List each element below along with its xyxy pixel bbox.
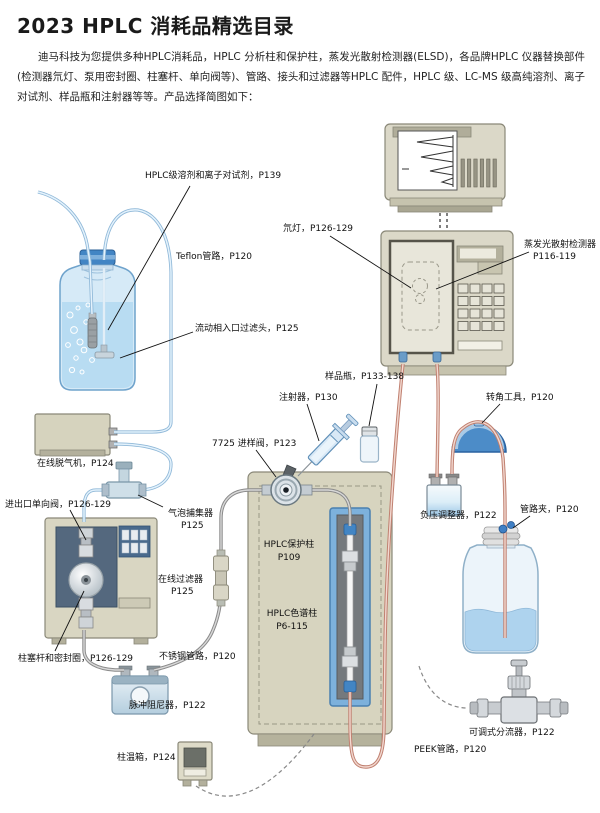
- column-heater: [177, 741, 213, 787]
- pointer-line: [481, 403, 501, 424]
- pointer-line: [54, 590, 85, 652]
- label-sample-vials: 样品瓶，P133-138: [325, 370, 404, 382]
- peek-tubing: [348, 363, 507, 769]
- chromatogram-trace: [402, 136, 454, 186]
- pointer-line: [69, 509, 87, 541]
- label-inlet-filter: 流动相入口过滤头，P125: [195, 322, 299, 334]
- chart-recorder: [384, 123, 506, 213]
- label-tubing-clamp: 管路夹，P120: [520, 503, 579, 515]
- detector-outlet-port: [432, 351, 442, 363]
- vacuum-regulator: [426, 473, 462, 517]
- label-inline-filter-line2: P125: [171, 587, 194, 597]
- online-degasser: [34, 413, 118, 457]
- label-check-valves: 进出口单向阀，P126-129: [5, 498, 111, 510]
- sample-vial: [359, 426, 380, 463]
- label-elsd-line2: P116-119: [533, 252, 576, 262]
- pointer-line: [512, 515, 531, 529]
- detector-keypad: [457, 283, 505, 331]
- label-hplc-column-line2: P6-115: [276, 622, 308, 632]
- solvent-bottle: [59, 249, 136, 391]
- page-title: 2023 HPLC 消耗品精选目录: [17, 14, 294, 38]
- label-guard-column-line2: P109: [278, 553, 301, 563]
- pointer-line: [306, 403, 320, 442]
- label-steel-tubing: 不锈钢管路，P120: [159, 650, 236, 662]
- detector-inlet-port: [398, 351, 408, 363]
- deuterium-lamp-outline: [412, 278, 428, 304]
- pointer-line: [435, 251, 530, 290]
- label-solvent-reagent: HPLC级溶剂和离子对试剂，P139: [145, 169, 281, 181]
- label-teflon-tubing: Teflon管路，P120: [175, 250, 252, 262]
- inline-filter: [213, 549, 229, 607]
- bubble-trap: [101, 461, 147, 499]
- label-injection-valve: 7725 进样阀，P123: [212, 437, 296, 449]
- label-syringe: 注射器，P130: [279, 391, 338, 403]
- hplc-pump: [44, 517, 158, 645]
- label-inline-filter-line1: 在线过滤器: [158, 573, 203, 585]
- injection-valve-7725: [261, 464, 313, 506]
- chromatogram-paper: [397, 130, 458, 191]
- pointer-line: [137, 494, 164, 508]
- label-hplc-column-line1: HPLC色谱柱: [267, 607, 318, 619]
- elsd-detector: [380, 230, 514, 376]
- label-splitter: 可调式分流器，P122: [469, 726, 555, 738]
- pump-keypad: [118, 525, 151, 558]
- label-bubble-trap-line2: P125: [181, 521, 204, 531]
- check-valve-assembly: [68, 527, 104, 629]
- intro-paragraph: 迪马科技为您提供多种HPLC消耗品，HPLC 分析柱和保护柱，蒸发光散射检测器(…: [17, 51, 585, 103]
- pointer-line: [329, 235, 412, 289]
- signal-cable-dashed: [439, 213, 448, 230]
- tubing-clamp: [498, 521, 515, 534]
- label-corner-tool: 转角工具，P120: [486, 391, 554, 403]
- label-plunger-seal: 柱塞杆和密封圈，P126-129: [18, 652, 133, 664]
- label-pulse-damper: 脉冲阻尼器，P122: [129, 699, 206, 711]
- pointer-lines: [54, 185, 531, 652]
- hplc-column: [341, 523, 359, 693]
- label-vacuum-regulator: 负压调整器，P122: [420, 509, 497, 521]
- label-elsd-line1: 蒸发光散射检测器: [524, 238, 596, 250]
- page-header: 2023 HPLC 消耗品精选目录 迪马科技为您提供多种HPLC消耗品，HPLC…: [0, 0, 600, 107]
- label-bubble-trap-line1: 气泡捕集器: [168, 507, 213, 519]
- pointer-line: [119, 331, 194, 359]
- label-deuterium-lamp: 氘灯，P126-129: [283, 222, 353, 234]
- label-column-heater: 柱温箱，P124: [117, 751, 176, 763]
- recorder-vents: [460, 158, 497, 188]
- syringe: [297, 413, 359, 477]
- waste-bottle-lid: [481, 526, 521, 546]
- teflon-tubing: [37, 190, 173, 522]
- bottle-cap: [79, 249, 116, 271]
- adjustable-splitter: [469, 659, 569, 724]
- waste-bottle: [462, 526, 539, 654]
- placement-guides: [195, 665, 467, 797]
- label-degasser: 在线脱气机，P124: [37, 457, 114, 469]
- label-peek-tubing: PEEK管路，P120: [414, 743, 487, 755]
- pointer-line: [368, 383, 378, 427]
- pulse-damper: [111, 665, 169, 715]
- pointer-line: [107, 185, 191, 331]
- mobile-phase-inlet-filter: [87, 312, 115, 359]
- column-oven: [247, 471, 393, 747]
- label-guard-column-line1: HPLC保护柱: [264, 538, 315, 550]
- pointer-line: [255, 449, 277, 478]
- stainless-steel-tubing: [82, 488, 352, 672]
